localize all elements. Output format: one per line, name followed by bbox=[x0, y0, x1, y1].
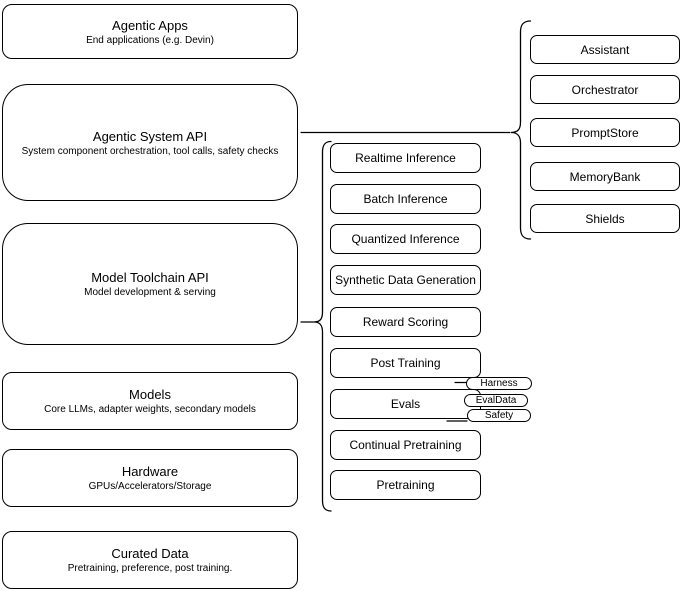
box-agentic-system-api: Agentic System API System component orch… bbox=[2, 84, 298, 201]
box-model-toolchain-api: Model Toolchain API Model development & … bbox=[2, 223, 298, 345]
node-assistant: Assistant bbox=[530, 35, 680, 64]
node-pretraining: Pretraining bbox=[330, 470, 481, 500]
pill-evaldata: EvalData bbox=[464, 394, 528, 407]
node-promptstore: PromptStore bbox=[530, 118, 680, 147]
box-hardware-title: Hardware bbox=[121, 464, 179, 479]
box-agentic-apps: Agentic Apps End applications (e.g. Devi… bbox=[2, 4, 298, 59]
node-reward-scoring: Reward Scoring bbox=[330, 307, 481, 337]
pill-harness: Harness bbox=[466, 377, 532, 390]
box-agentic-system-api-subtitle: System component orchestration, tool cal… bbox=[21, 145, 279, 157]
node-memorybank: MemoryBank bbox=[530, 162, 680, 191]
node-evals: Evals bbox=[330, 389, 481, 419]
box-models: Models Core LLMs, adapter weights, secon… bbox=[2, 372, 298, 430]
box-agentic-apps-subtitle: End applications (e.g. Devin) bbox=[86, 34, 214, 46]
node-synthetic-data-generation: Synthetic Data Generation bbox=[330, 265, 481, 295]
node-batch-inference: Batch Inference bbox=[330, 184, 481, 214]
box-curated-data-subtitle: Pretraining, preference, post training. bbox=[67, 563, 233, 574]
box-agentic-system-api-title: Agentic System API bbox=[92, 128, 208, 144]
box-model-toolchain-api-title: Model Toolchain API bbox=[91, 270, 209, 285]
system-components-brace bbox=[510, 20, 532, 240]
node-quantized-inference: Quantized Inference bbox=[330, 224, 481, 254]
node-continual-pretraining: Continual Pretraining bbox=[330, 430, 481, 460]
node-post-training: Post Training bbox=[330, 348, 481, 378]
box-models-subtitle: Core LLMs, adapter weights, secondary mo… bbox=[44, 404, 256, 415]
pill-safety: Safety bbox=[467, 409, 531, 422]
box-curated-data-title: Curated Data bbox=[111, 546, 189, 561]
box-agentic-apps-title: Agentic Apps bbox=[112, 17, 188, 33]
box-hardware-subtitle: GPUs/Accelerators/Storage bbox=[88, 481, 212, 492]
node-orchestrator: Orchestrator bbox=[530, 75, 680, 104]
box-models-title: Models bbox=[129, 387, 171, 402]
node-shields: Shields bbox=[530, 204, 680, 233]
box-curated-data: Curated Data Pretraining, preference, po… bbox=[2, 531, 298, 589]
node-realtime-inference: Realtime Inference bbox=[330, 143, 481, 173]
box-model-toolchain-api-subtitle: Model development & serving bbox=[84, 287, 216, 298]
box-hardware: Hardware GPUs/Accelerators/Storage bbox=[2, 449, 298, 507]
toolchain-components-brace bbox=[313, 140, 332, 512]
